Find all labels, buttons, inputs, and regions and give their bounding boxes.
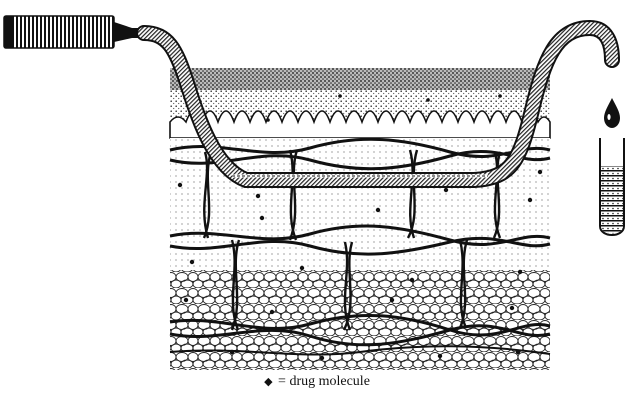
droplet-icon — [604, 98, 620, 128]
drug-molecule-symbol: ◆ — [264, 376, 272, 388]
legend-caption: ◆ = drug molecule — [0, 374, 634, 390]
syringe-icon — [4, 16, 144, 48]
legend-text: = drug molecule — [278, 374, 370, 389]
vial-icon — [600, 138, 624, 235]
epidermis-layer — [170, 68, 550, 90]
subcutaneous-layer — [170, 270, 550, 370]
